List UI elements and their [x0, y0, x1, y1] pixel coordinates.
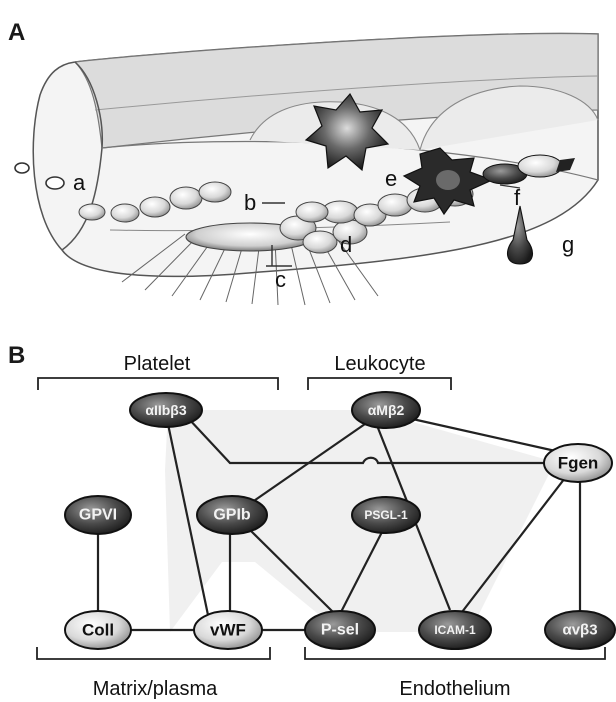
- node-label-psel: P-sel: [321, 622, 359, 639]
- part-label-c: c: [275, 267, 286, 292]
- node-label-vwf: vWF: [210, 621, 246, 640]
- node-gpvi: GPVI: [65, 496, 131, 534]
- node-label-gpvi: GPVI: [79, 507, 117, 524]
- node-label-avb3: αvβ3: [562, 622, 597, 639]
- part-label-a: a: [73, 170, 86, 195]
- panel-b: B Platelet Leukocyte Matrix/plasma Endot…: [8, 342, 615, 700]
- node-fgen: Fgen: [544, 444, 612, 482]
- panel-a: A a: [8, 19, 598, 305]
- node-label-psgl: PSGL-1: [364, 508, 408, 522]
- node-coll: Coll: [65, 611, 131, 649]
- part-label-g: g: [562, 232, 574, 257]
- part-label-d: d: [340, 232, 352, 257]
- part-label-e: e: [385, 166, 397, 191]
- node-label-gpib: GPIb: [213, 507, 251, 524]
- group-label-endothelium: Endothelium: [399, 678, 510, 700]
- leukocyte-e-center: [436, 170, 460, 190]
- group-label-matrix-plasma: Matrix/plasma: [93, 678, 218, 700]
- node-aiib: αIIbβ3: [130, 393, 202, 427]
- node-psgl: PSGL-1: [352, 497, 420, 533]
- node-label-icam: ICAM-1: [434, 623, 476, 637]
- node-label-amb2: αMβ2: [368, 402, 405, 418]
- node-amb2: αMβ2: [352, 392, 420, 428]
- part-label-b: b: [244, 190, 256, 215]
- panel-a-label: A: [8, 19, 25, 46]
- node-vwf: vWF: [194, 611, 262, 649]
- node-psel: P-sel: [305, 611, 375, 649]
- node-icam: ICAM-1: [419, 611, 491, 649]
- node-avb3: αvβ3: [545, 611, 615, 649]
- group-label-platelet: Platelet: [124, 353, 191, 375]
- node-label-fgen: Fgen: [558, 454, 599, 473]
- bracket-leukocyte: [308, 378, 451, 390]
- bracket-platelet: [38, 378, 278, 390]
- node-label-coll: Coll: [82, 621, 114, 640]
- panel-b-label: B: [8, 342, 25, 369]
- node-gpib: GPIb: [197, 496, 267, 534]
- node-label-aiib: αIIbβ3: [145, 402, 186, 418]
- group-label-leukocyte: Leukocyte: [334, 353, 425, 375]
